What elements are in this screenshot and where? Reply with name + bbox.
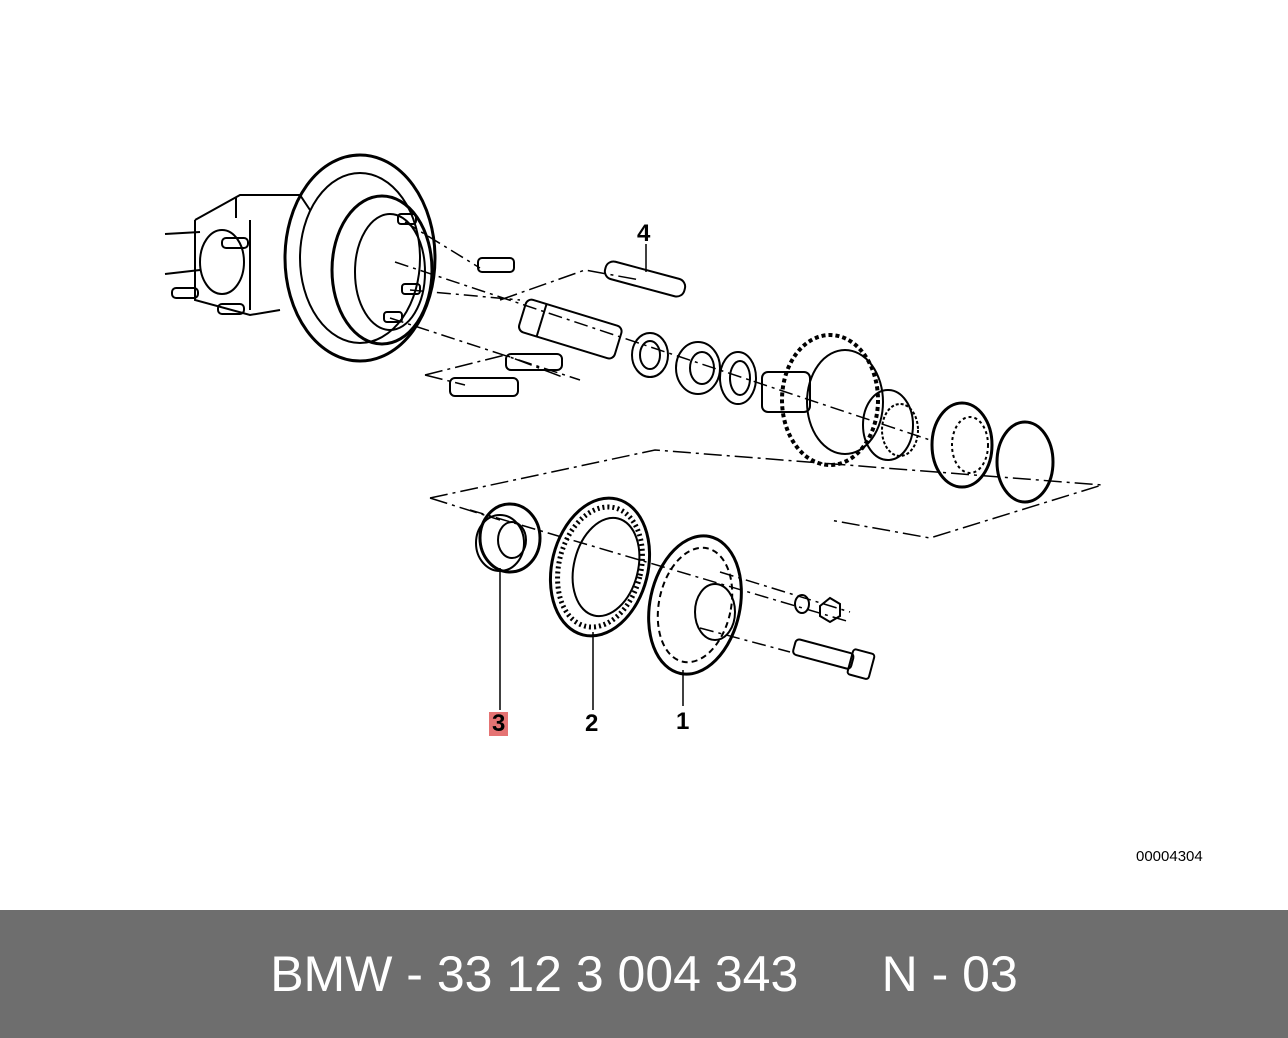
callout-2: 2 (585, 710, 599, 737)
diagram-drawing (164, 153, 1103, 710)
callout-4: 4 (637, 220, 651, 247)
seal-ring-part-3 (475, 502, 542, 574)
cover-part-1 (647, 534, 743, 676)
banner-spacer (798, 945, 881, 1003)
diagram-reference-number: 00004304 (1136, 848, 1203, 865)
axle-housing-drawing (164, 153, 437, 363)
callout-1: 1 (676, 708, 690, 735)
part-number-banner: BMW - 33 12 3 004 343 N - 03 (0, 910, 1288, 1038)
pin-part-4 (603, 260, 687, 298)
ring-gear-drawing (761, 333, 1055, 504)
position-text: N - 03 (881, 946, 1018, 1002)
exploded-parts-diagram: 4 3 2 1 00004304 (164, 153, 1203, 865)
gasket-part-2 (548, 496, 652, 638)
part-number-text: BMW - 33 12 3 004 343 (270, 946, 799, 1002)
callout-3-highlighted: 3 (489, 712, 509, 736)
